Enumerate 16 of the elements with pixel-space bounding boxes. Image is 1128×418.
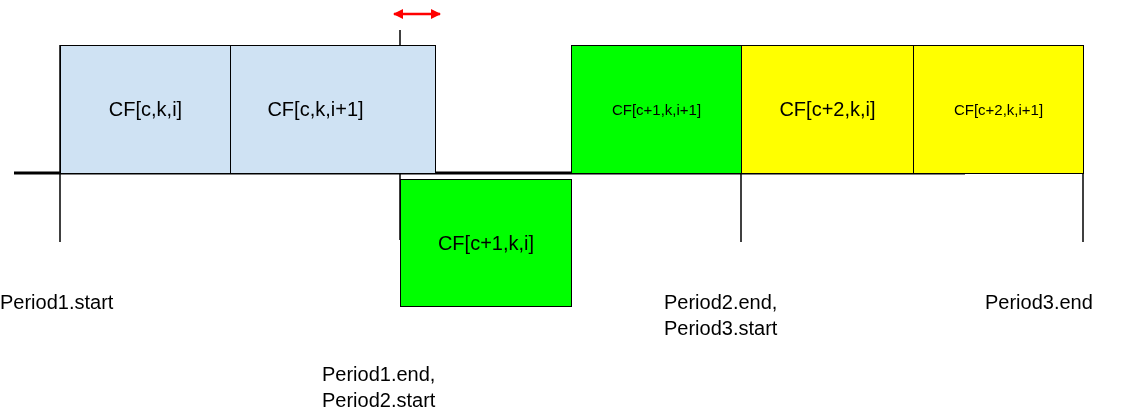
period-label: Period2.end, Period3.start [664, 290, 779, 341]
frame-box [741, 45, 914, 174]
frame-box [400, 179, 572, 307]
frame-box [913, 45, 1084, 174]
period-label: Period3.end [985, 290, 1094, 315]
frame-box [230, 45, 436, 174]
frame-label: CF[c+2,k,i+1] [953, 101, 1044, 118]
period-label: Period1.start [0, 290, 115, 315]
frame-label: CF[c,k,i+1] [267, 98, 364, 121]
period-label: Period1.end, Period2.start [322, 362, 437, 413]
frame-label: CF[c,k,i] [108, 98, 183, 121]
frame-label: CF[c+1,k,i+1] [611, 101, 702, 118]
frame-box [60, 45, 231, 174]
frame-label: CF[c+1,k,i] [437, 231, 535, 255]
frame-box [571, 45, 742, 174]
frame-label: CF[c+2,k,i] [779, 98, 876, 121]
